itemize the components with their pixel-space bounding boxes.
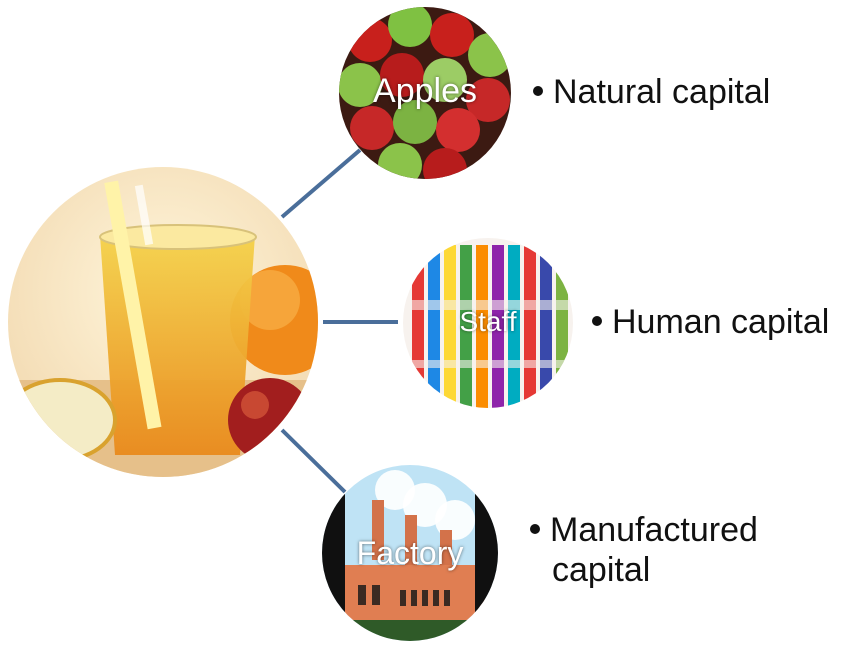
apples-circle-label: Apples — [373, 72, 477, 110]
human-capital-label: Human capital — [612, 303, 830, 341]
human-capital-bullet: Human capital — [592, 302, 829, 342]
apples-image — [339, 7, 511, 179]
bullet-dot-icon — [530, 524, 540, 535]
staff-circle-label: Staff — [459, 306, 517, 337]
bullet-dot-icon — [533, 86, 543, 97]
natural-capital-bullet: Natural capital — [533, 72, 770, 112]
staff-image — [403, 238, 573, 408]
bullet-dot-icon — [592, 316, 602, 327]
manufactured-capital-line2: capital — [552, 551, 651, 589]
factory-circle-label: Factory — [356, 535, 464, 571]
manufactured-capital-line1: Manufactured — [550, 511, 758, 549]
natural-capital-label: Natural capital — [553, 73, 771, 111]
manufactured-capital-bullet: Manufactured capital — [530, 510, 758, 590]
hub-juice-image — [8, 167, 318, 477]
connector-apples — [280, 148, 362, 219]
connector-factory — [280, 428, 347, 494]
